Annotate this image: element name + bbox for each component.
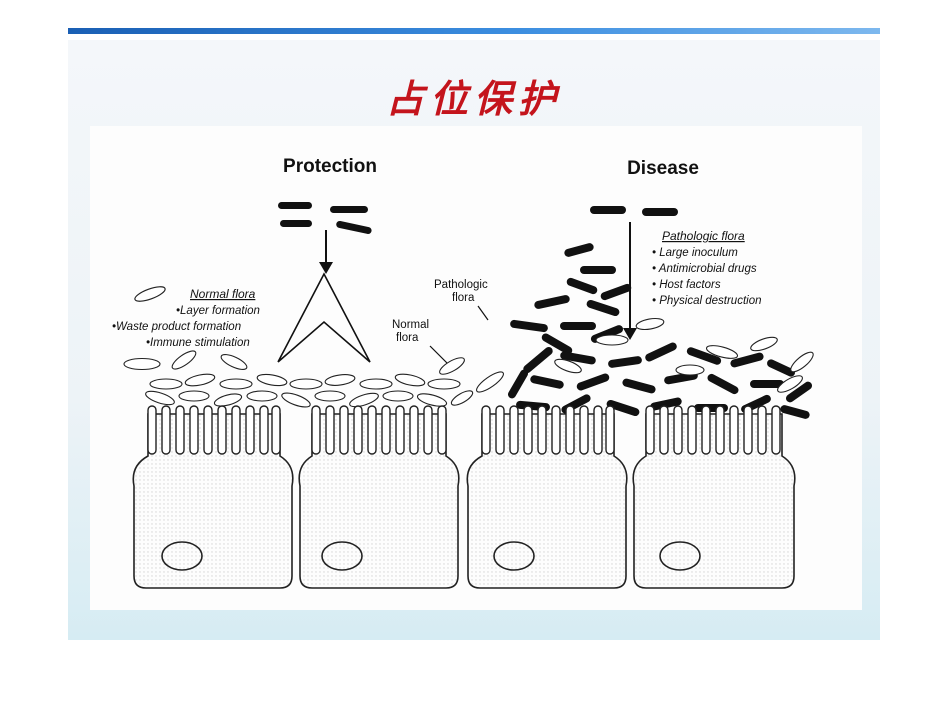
epithelial-cell-2 <box>298 413 460 589</box>
epithelial-cells <box>132 405 796 589</box>
normal-flora-title: Normal flora <box>190 287 256 301</box>
pointer-normal-flora <box>429 345 449 365</box>
pathologic-flora-side-label-2: flora <box>452 292 475 304</box>
protection-heading: Protection <box>283 156 377 177</box>
normal-flora-point-1: •Layer formation <box>176 305 260 317</box>
pathologic-flora-side-label-1: Pathologic <box>434 279 488 291</box>
slide-title: 占位保护 <box>385 76 562 121</box>
pathologic-point-3: • Host factors <box>652 279 721 291</box>
normal-flora-side-label-2: flora <box>396 332 419 344</box>
epithelial-cell-1 <box>132 413 294 589</box>
epithelial-cell-3 <box>466 413 628 589</box>
residual-normal-flora-right <box>476 317 814 393</box>
barrier-chevron-icon <box>277 272 371 363</box>
arrowhead-left <box>319 262 333 274</box>
normal-flora-point-2: •Waste product formation <box>112 321 241 333</box>
diagram-svg: Protection Disease Normal flora •Layer f… <box>112 156 814 589</box>
normal-flora-point-3: •Immune stimulation <box>146 337 250 349</box>
lone-bacterium-left <box>134 286 166 302</box>
epithelial-cell-4 <box>632 413 796 589</box>
pathologic-flora-title: Pathologic flora <box>662 229 745 243</box>
slide: 占位保护 Protection Disease <box>68 40 880 640</box>
pointer-pathologic-flora <box>477 305 489 321</box>
diagram-figure: Protection Disease Normal flora •Layer f… <box>90 126 862 610</box>
pathologic-bacteria <box>508 206 813 419</box>
microvilli <box>147 405 781 455</box>
pathologic-point-1: • Large inoculum <box>652 247 738 259</box>
incoming-pathogens-left <box>278 202 372 235</box>
pathologic-point-2: • Antimicrobial drugs <box>652 263 757 275</box>
top-accent-bar <box>68 28 880 34</box>
disease-heading: Disease <box>627 158 699 179</box>
pathologic-point-4: • Physical destruction <box>652 295 762 307</box>
normal-flora-layer <box>123 350 474 408</box>
normal-flora-side-label-1: Normal <box>392 319 429 331</box>
arrowhead-right <box>623 328 637 340</box>
